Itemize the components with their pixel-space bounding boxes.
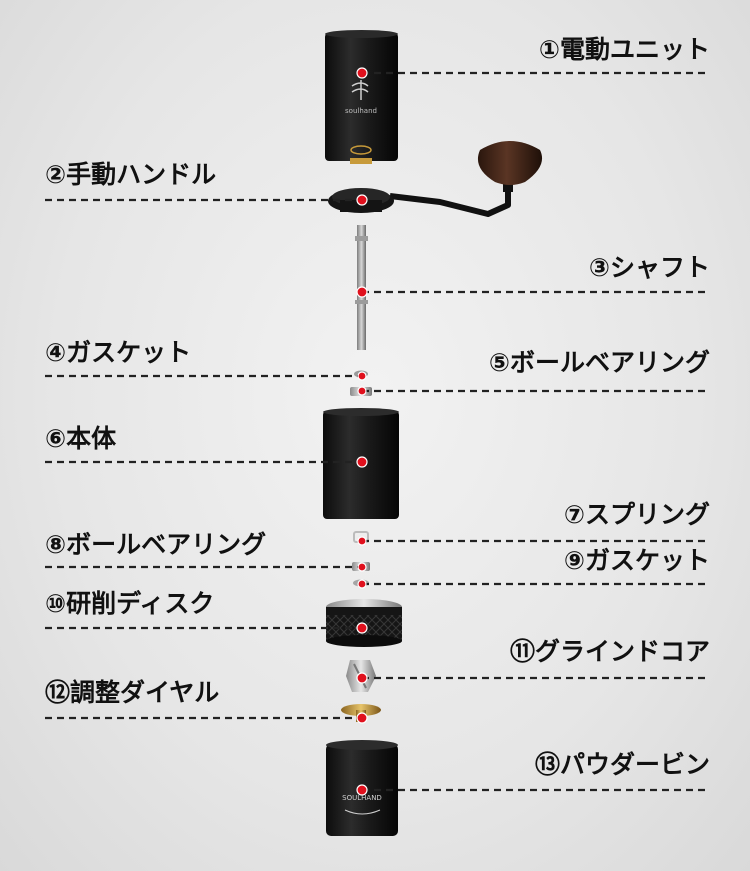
markers bbox=[356, 67, 368, 796]
motor-brand-text: soulhand bbox=[345, 107, 377, 115]
marker-8 bbox=[357, 562, 367, 572]
marker-12 bbox=[356, 712, 368, 724]
label-ball-bearing-bottom: ⑧ボールベアリング bbox=[45, 530, 267, 559]
marker-10 bbox=[356, 622, 368, 634]
label-grind-core: ⑪グラインドコア bbox=[509, 637, 710, 666]
motor-unit: soulhand bbox=[325, 30, 398, 164]
marker-7 bbox=[357, 536, 367, 546]
label-manual-handle: ②手動ハンドル bbox=[45, 160, 217, 189]
marker-5 bbox=[357, 386, 367, 396]
label-main-body: ⑥本体 bbox=[45, 424, 117, 453]
label-gasket-top: ④ガスケット bbox=[45, 338, 192, 367]
label-spring: ⑦スプリング bbox=[563, 500, 710, 529]
label-gasket-bottom: ⑨ガスケット bbox=[563, 546, 710, 575]
label-grinding-disk: ⑩研削ディスク bbox=[45, 589, 215, 618]
marker-3 bbox=[356, 286, 368, 298]
label-shaft: ③シャフト bbox=[588, 253, 710, 282]
grinding-disk bbox=[326, 599, 402, 647]
marker-6 bbox=[356, 456, 368, 468]
marker-11 bbox=[356, 672, 368, 684]
marker-4 bbox=[357, 371, 367, 381]
label-electric-unit: ①電動ユニット bbox=[538, 35, 710, 64]
label-powder-bin: ⑬パウダービン bbox=[534, 750, 710, 779]
label-ball-bearing-top: ⑤ボールベアリング bbox=[488, 348, 710, 377]
marker-13 bbox=[356, 784, 368, 796]
label-adjustment-dial: ⑫調整ダイヤル bbox=[45, 678, 220, 707]
marker-9 bbox=[357, 579, 367, 589]
bin-brand-text: SOULHAND bbox=[342, 794, 382, 802]
marker-1 bbox=[356, 67, 368, 79]
leader-lines bbox=[45, 71, 705, 792]
marker-2 bbox=[356, 194, 368, 206]
